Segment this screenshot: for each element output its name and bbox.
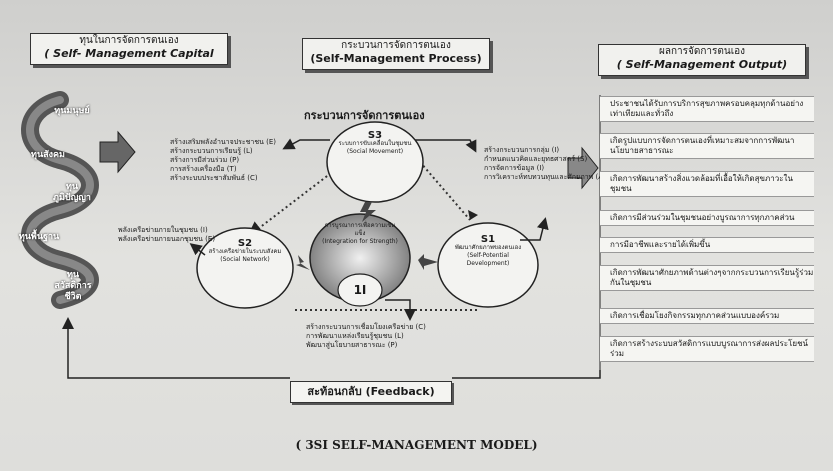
s3-en: (Social Movement) <box>346 148 404 155</box>
s2-item: พลังเครือข่ายภายในชุมชน (I) <box>118 226 208 234</box>
bolt-top <box>360 202 376 222</box>
s3-item: สร้างกระบวนการเรียนรู้ (L) <box>170 147 253 155</box>
s1-items: สร้างกระบวนการกลุ่ม (I) กำหนดแนวคิดและยุ… <box>484 146 606 182</box>
capital-to-process-arrow <box>99 130 136 174</box>
s3-content: S3 ระบบการขับเคลื่อนในชุมชน (Social Move… <box>335 130 415 156</box>
s3-item: สร้างเสริมพลังอำนาจประชาชน (E) <box>170 138 276 146</box>
process-title: กระบวนการจัดการตนเอง <box>304 109 425 122</box>
capital-label-3: ทุนพื้นฐาน <box>18 232 60 242</box>
center-en: (Integration for Strength) <box>322 238 398 245</box>
process-header: กระบวนการจัดการตนเอง (Self-Management Pr… <box>302 38 490 70</box>
capital-header: ทุนในการจัดการตนเอง ( Self- Management C… <box>30 33 228 65</box>
s1-item: การวิเคราะห์ทบทวนทุนและศักยภาพ (A) <box>484 173 606 181</box>
bottom-item: พัฒนาสู่นโยบายสาธารณะ (P) <box>306 341 398 349</box>
capital-label-2: ทุนภูมิปัญญา <box>53 182 91 203</box>
output-item-3: เกิดการมีส่วนร่วมในชุมชนอย่างบูรณาการทุก… <box>600 210 814 226</box>
process-header-th: กระบวนการจัดการตนเอง <box>341 40 451 51</box>
capital-label-4: ทุนสวัสดิการชีวิต <box>54 270 92 302</box>
capital-spiral-inner <box>26 96 94 304</box>
capital-header-th: ทุนในการจัดการตนเอง <box>79 35 179 46</box>
center-label-circle <box>337 273 383 307</box>
capital-label-0: ทุนมนุษย์ <box>54 106 90 116</box>
s3-label: S3 <box>367 130 383 141</box>
s1-item: กำหนดแนวคิดและยุทธศาสตร์ (S) <box>484 155 588 163</box>
s3-item: การสร้างเครื่องมือ (T) <box>170 165 237 173</box>
output-item-5: เกิดการพัฒนาศักยภาพด้านต่างๆจากกระบวนการ… <box>600 265 814 291</box>
bolt-right <box>418 254 438 270</box>
s1-content: S1 พัฒนาศักยภาพของตนเอง (Self-Potential … <box>448 234 528 268</box>
bottom-item: สร้างกระบวนการเชื่อมโยงเครือข่าย (C) <box>306 323 426 331</box>
s1-text: พัฒนาศักยภาพของตนเอง <box>454 244 522 251</box>
s2-content: S2 สร้างเครือข่ายในระบบสังคม (Social Net… <box>205 238 285 264</box>
center-text: การบูรณาการเพื่อความเข้มแข็ง <box>324 222 396 237</box>
s2-items: พลังเครือข่ายภายในชุมชน (I) พลังเครือข่า… <box>118 226 215 244</box>
s1-item: สร้างกระบวนการกลุ่ม (I) <box>484 146 560 154</box>
output-item-1: เกิดรูปแบบการจัดการตนเองที่เหมาะสมจากการ… <box>600 133 814 159</box>
s2-label: S2 <box>237 238 253 249</box>
capital-header-en: ( Self- Management Capital <box>44 47 214 60</box>
bottom-item: การพัฒนาแหล่งเรียนรู้ชุมชน (L) <box>306 332 404 340</box>
output-item-6: เกิดการเชื่อมโยงกิจกรรมทุกภาคส่วนแบบองค์… <box>600 308 814 324</box>
s1-circle <box>437 222 539 308</box>
s2-en: (Social Network) <box>220 256 270 263</box>
model-title: ( 3SI SELF-MANAGEMENT MODEL) <box>295 438 538 452</box>
bolt-left <box>296 255 310 270</box>
s3-circle <box>326 121 424 203</box>
s3-text: ระบบการขับเคลื่อนในชุมชน <box>338 140 412 147</box>
s2-item: พลังเครือข่ายภายนอกชุมชน (E) <box>118 235 216 243</box>
output-item-0: ประชาชนได้รับการบริการสุขภาพครอบคลุมทุกด… <box>600 96 814 122</box>
s1-item: การจัดการข้อมูล (I) <box>484 164 545 172</box>
output-item-2: เกิดการพัฒนาสร้างสิ่งแวดล้อมที่เอื้อให้เ… <box>600 171 814 197</box>
bottom-items: สร้างกระบวนการเชื่อมโยงเครือข่าย (C) การ… <box>306 323 426 350</box>
center-content: การบูรณาการเพื่อความเข้มแข็ง (Integratio… <box>320 222 400 246</box>
feedback-box: สะท้อนกลับ (Feedback) <box>290 381 452 403</box>
s3-items: สร้างเสริมพลังอำนาจประชาชน (E) สร้างกระบ… <box>170 138 276 183</box>
process-to-output-arrow <box>567 146 599 190</box>
s3-item: สร้างระบบประชาสัมพันธ์ (C) <box>170 174 258 182</box>
s3-item: สร้างการมีส่วนร่วม (P) <box>170 156 240 164</box>
center-label: 1I <box>353 283 367 297</box>
s1-label: S1 <box>480 234 496 245</box>
output-header-th: ผลการจัดการตนเอง <box>658 46 746 57</box>
capital-label-1: ทุนสังคม <box>31 150 65 160</box>
s1-en: (Self-Potential Development) <box>466 252 510 267</box>
process-header-en: (Self-Management Process) <box>310 52 482 65</box>
s2-circle <box>196 227 294 309</box>
output-header-en: ( Self-Management Output) <box>616 58 788 71</box>
output-item-4: การมีอาชีพและรายได้เพิ่มขึ้น <box>600 237 814 253</box>
s2-text: สร้างเครือข่ายในระบบสังคม <box>208 248 282 255</box>
output-item-7: เกิดการสร้างระบบสวัสดิการแบบบูรณาการส่งผ… <box>600 336 814 362</box>
output-header: ผลการจัดการตนเอง ( Self-Management Outpu… <box>598 44 806 76</box>
